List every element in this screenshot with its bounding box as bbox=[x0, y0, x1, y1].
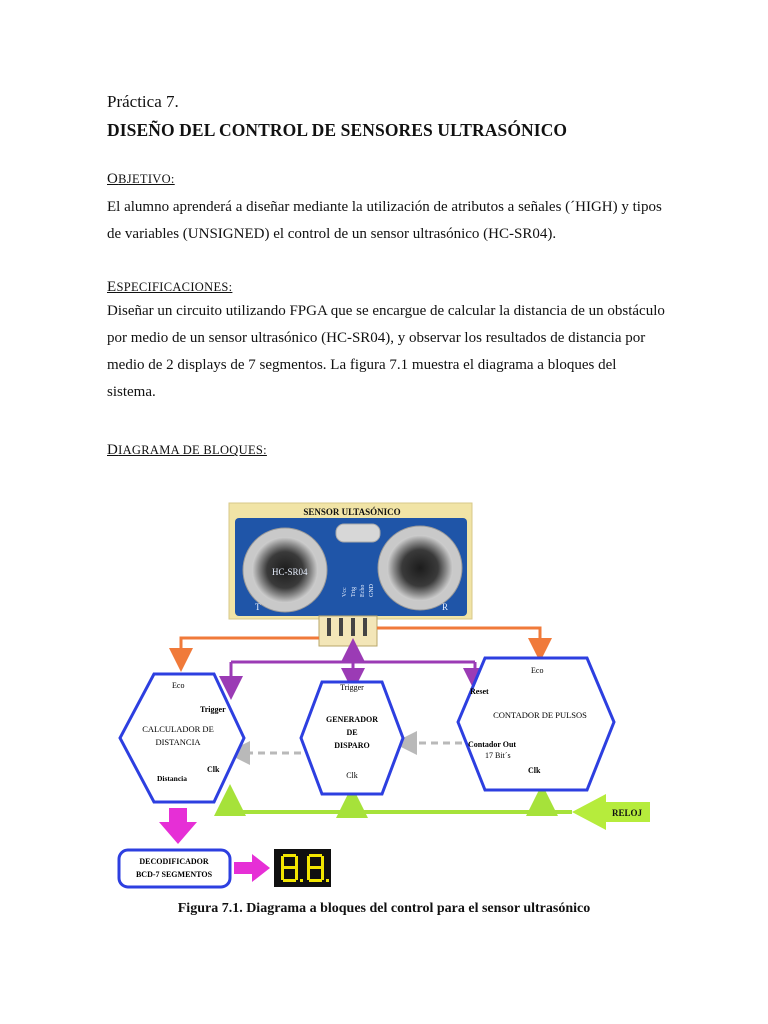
pin-label-vcc: Vcc bbox=[342, 587, 348, 597]
decoder-line2: BCD-7 SEGMENTOS bbox=[136, 870, 213, 879]
objective-heading-rest: BJETIVO: bbox=[118, 172, 175, 186]
block-diagram-heading-rest: IAGRAMA DE BLOQUES: bbox=[118, 443, 267, 457]
counter-port-clk: Clk bbox=[528, 766, 541, 775]
specifications-heading: ESPECIFICACIONES: bbox=[107, 277, 232, 297]
objective-paragraph: El alumno aprenderá a diseñar mediante l… bbox=[107, 199, 662, 242]
clock-label: RELOJ bbox=[612, 808, 643, 818]
practice-heading: Práctica 7. bbox=[107, 92, 179, 111]
counter-output-lines bbox=[226, 731, 462, 765]
seven-segment-display bbox=[274, 849, 331, 887]
block-diagram-heading: DIAGRAMA DE BLOQUES: bbox=[107, 440, 267, 460]
specifications-paragraph: Diseñar un circuito utilizando FPGA que … bbox=[107, 303, 665, 400]
sensor-model-label: HC-SR04 bbox=[272, 567, 308, 577]
calc-port-trigger: Trigger bbox=[200, 705, 226, 714]
pin-label-trig: Trig bbox=[351, 587, 357, 597]
objective-heading: OBJETIVO: bbox=[107, 169, 175, 189]
calc-title-line2: DISTANCIA bbox=[155, 737, 201, 747]
decoder-to-display-arrow bbox=[234, 854, 270, 882]
gen-title-line1: GENERADOR bbox=[326, 715, 378, 724]
counter-port-reset: Reset bbox=[470, 687, 489, 696]
echo-signal-lines bbox=[169, 626, 552, 672]
gen-port-clk: Clk bbox=[346, 771, 358, 780]
distance-calculator-block: Eco Trigger CALCULADOR DE DISTANCIA Clk … bbox=[118, 672, 246, 804]
block-diagram-heading-initial: D bbox=[107, 442, 119, 458]
counter-title: CONTADOR DE PULSOS bbox=[493, 710, 587, 720]
calc-title-line1: CALCULADOR DE bbox=[142, 724, 214, 734]
counter-port-bits: 17 Bit´s bbox=[485, 751, 511, 760]
calc-port-clk: Clk bbox=[207, 765, 220, 774]
svg-text:R: R bbox=[442, 602, 448, 612]
pin-label-echo: Echo bbox=[360, 585, 366, 597]
ultrasonic-sensor-image: SENSOR ULTASÓNICO HC-SR04 T R Vcc Trig E… bbox=[228, 502, 473, 647]
objective-heading-initial: O bbox=[107, 171, 119, 187]
counter-port-out: Contador Out bbox=[468, 740, 516, 749]
trigger-generator-block: Trigger GENERADOR DE DISPARO Clk bbox=[299, 680, 405, 796]
figure-caption: Figura 7.1. Diagrama a bloques del contr… bbox=[177, 901, 591, 916]
clock-lines bbox=[214, 784, 572, 818]
pin-label-gnd: GND bbox=[369, 583, 375, 597]
decoder-line1: DECODIFICADOR bbox=[139, 857, 209, 866]
svg-text:T: T bbox=[255, 602, 261, 612]
specifications-heading-rest: SPECIFICACIONES: bbox=[116, 280, 233, 294]
gen-title-line3: DISPARO bbox=[334, 741, 369, 750]
trigger-signal-lines bbox=[219, 638, 487, 700]
bcd-decoder-block: DECODIFICADOR BCD-7 SEGMENTOS bbox=[117, 848, 232, 889]
sensor-label: SENSOR ULTASÓNICO bbox=[303, 507, 400, 517]
specifications-heading-initial: E bbox=[107, 279, 117, 295]
document-title: DISEÑO DEL CONTROL DE SENSORES ULTRASÓNI… bbox=[107, 120, 568, 140]
gen-title-line2: DE bbox=[346, 728, 357, 737]
distance-to-decoder-arrow bbox=[159, 808, 197, 844]
calc-port-eco: Eco bbox=[172, 681, 184, 690]
clock-input-arrow: RELOJ bbox=[572, 794, 650, 830]
pulse-counter-block: Eco Reset CONTADOR DE PULSOS Contador Ou… bbox=[456, 656, 616, 792]
calc-port-distancia: Distancia bbox=[157, 774, 187, 783]
counter-port-eco: Eco bbox=[531, 666, 543, 675]
gen-port-trigger: Trigger bbox=[340, 683, 364, 692]
